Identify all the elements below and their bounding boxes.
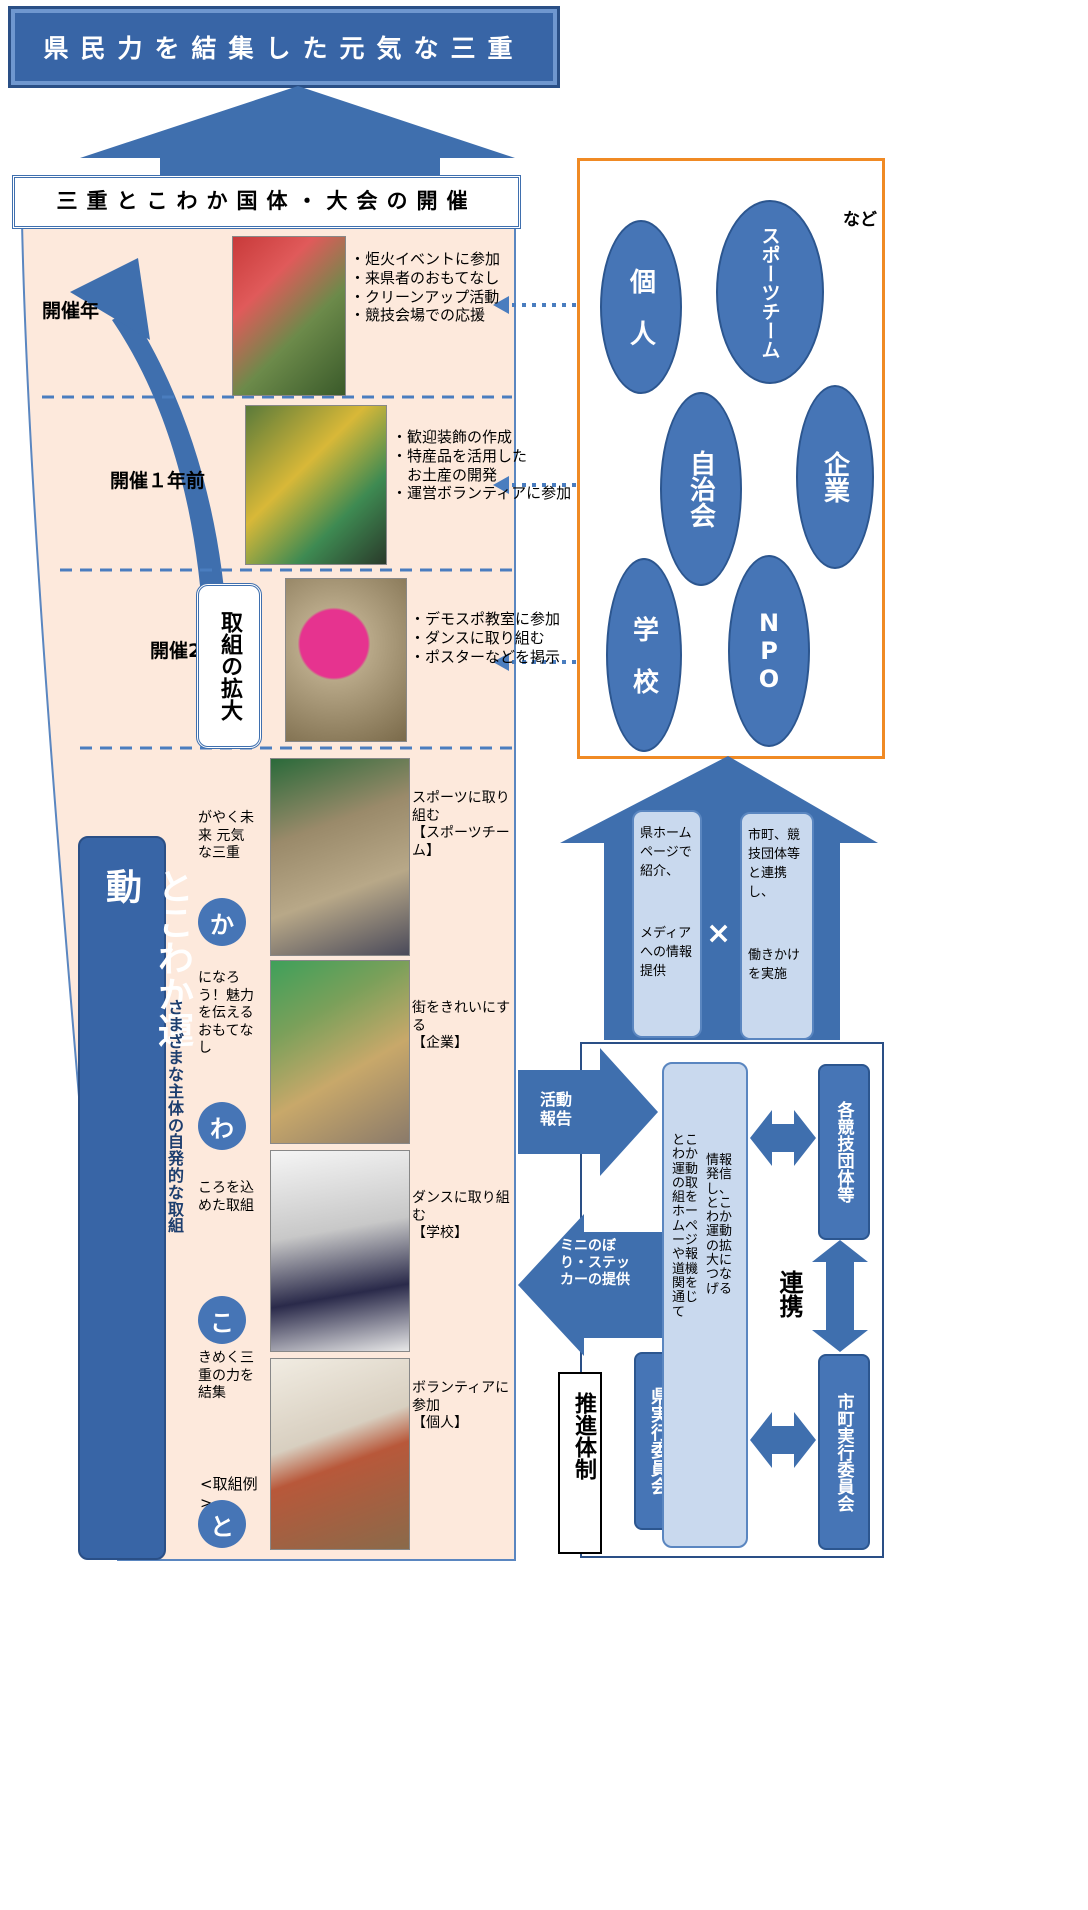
principle-text-ko: ころを込めた取組 (198, 1180, 254, 1214)
principle-circle-to: と (198, 1500, 246, 1548)
period-label-year: 開催年 (42, 300, 100, 322)
movement-subtitle-h: さまざまな主体の自発的な取組 (168, 998, 185, 1236)
photo-event-2year (285, 578, 407, 742)
principle-text-ka: がやく未来 元気な三重 (198, 810, 254, 861)
item: お土産の開発 (392, 465, 498, 484)
item: ・運営ボランティアに参加 (392, 484, 572, 503)
supply-arrow-label: ミニのぼり・ステッカーの提供 (560, 1238, 630, 1288)
actors-etc: など (843, 210, 877, 230)
principle-circle-ka: か (198, 898, 246, 946)
principle-circle-ko: こ (198, 1296, 246, 1344)
principle-text-to: きめく三重の力を結集 (198, 1350, 254, 1401)
caption-line: 街をきれいにする (412, 1000, 511, 1034)
item: ・特産品を活用した (392, 446, 528, 465)
item: ・歓迎装飾の作成 (392, 428, 513, 446)
item: ・ダンスに取り組む (410, 628, 545, 647)
caption-line: ボランティアに参加 (412, 1380, 510, 1414)
photo-example-school (270, 1150, 410, 1352)
renkei-label: 連携 (775, 1270, 803, 1318)
photo-example-individual (270, 1358, 410, 1550)
event-box: 三重とこわか国体・大会の開催 (12, 175, 521, 229)
info-cross: × (706, 916, 732, 951)
caption-individual: ボランティアに参加 【個人】 (412, 1380, 512, 1433)
photo-example-company (270, 960, 410, 1144)
info-box-2-line-2: 働きかけを実施 (748, 948, 801, 982)
caption-line: 【企業】 (412, 1035, 468, 1051)
caption-line: スポーツに取り組む (412, 790, 510, 824)
info-box-2: 市町、競技団体等と連携し、 働きかけを実施 (740, 812, 814, 1040)
info-box-1-line-2: メディアへの情報提供 (640, 926, 693, 979)
promotion-title: 推進体制 (571, 1392, 596, 1480)
banner-title: 県民力を結集した元気な三重 (43, 34, 525, 63)
photo-event-year (232, 236, 346, 396)
principle-circle-wa: わ (198, 1102, 246, 1150)
report-arrow-label: 活動報告 (540, 1090, 573, 1129)
main-text-1: とこわか運動の取組をホームページや報道機関を通じて (672, 1133, 699, 1320)
caption-company: 街をきれいにする 【企業】 (412, 1000, 512, 1053)
actor-company: 企業 (796, 385, 874, 569)
period-items-1year: ・歓迎装飾の作成 ・特産品を活用した お土産の開発 ・運営ボランティアに参加 (392, 428, 571, 503)
period-items-2year: ・デモスポ教室に参加 ・ダンスに取り組む ・ポスターなどを掲示 (410, 610, 560, 666)
actor-sports-team: スポーツチーム (716, 200, 824, 384)
info-box-2-line-1: 市町、競技団体等と連携し、 (748, 828, 801, 900)
town-committee: 市町実行委員会 (818, 1354, 870, 1550)
movement-scroll: とこわか運動 (78, 836, 193, 1560)
caption-line: 【学校】 (412, 1225, 468, 1241)
promotion-title-box: 推進体制 (558, 1372, 602, 1554)
photo-example-sports (270, 758, 410, 956)
principle-text-wa: になろう！魅力を伝えるおもてなし (198, 970, 254, 1056)
expand-label: 取組の拡大 (217, 611, 242, 721)
sports-orgs: 各競技団体等 (818, 1064, 870, 1240)
expand-box: 取組の拡大 (196, 583, 262, 749)
item: ・競技会場での応援 (350, 306, 486, 325)
info-box-1: 県ホームページで紹介、 メディアへの情報提供 (632, 810, 702, 1038)
item: ・デモスポ教室に参加 (410, 610, 561, 628)
item: ・炬火イベントに参加 (350, 250, 501, 268)
movement-title: とこわか運動 (100, 868, 193, 1048)
caption-line: 【個人】 (412, 1415, 468, 1431)
info-box-1-line-1: 県ホームページで紹介、 (640, 826, 692, 879)
item: ・来県者のおもてなし (350, 268, 500, 287)
period-label-1year: 開催１年前 (110, 470, 206, 492)
main-info-box: とこわか運動の取組をホームページや報道機関を通じて 情報発信し、とこわか運動の拡… (662, 1062, 748, 1548)
actor-neighborhood: 自治会 (660, 392, 742, 586)
event-box-title: 三重とこわか国体・大会の開催 (56, 189, 477, 213)
actor-school: 学 校 (606, 558, 682, 752)
item: ・クリーンアップ活動 (350, 287, 500, 306)
caption-line: ダンスに取り組む (412, 1190, 510, 1224)
actor-individual: 個 人 (600, 220, 682, 394)
item: ・ポスターなどを掲示 (410, 647, 561, 666)
photo-event-1year (245, 405, 387, 565)
actor-npo: NPO (728, 555, 810, 747)
caption-sports: スポーツに取り組む 【スポーツチーム】 (412, 790, 512, 860)
caption-school: ダンスに取り組む 【学校】 (412, 1190, 512, 1243)
title-banner: 県民力を結集した元気な三重 (8, 6, 560, 88)
caption-line: 【スポーツチーム】 (412, 825, 510, 859)
main-text-2: 情報発信し、とこわか運動の拡大につなげる (706, 1153, 733, 1297)
period-items-year: ・炬火イベントに参加 ・来県者のおもてなし ・クリーンアップ活動 ・競技会場での… (350, 250, 500, 325)
